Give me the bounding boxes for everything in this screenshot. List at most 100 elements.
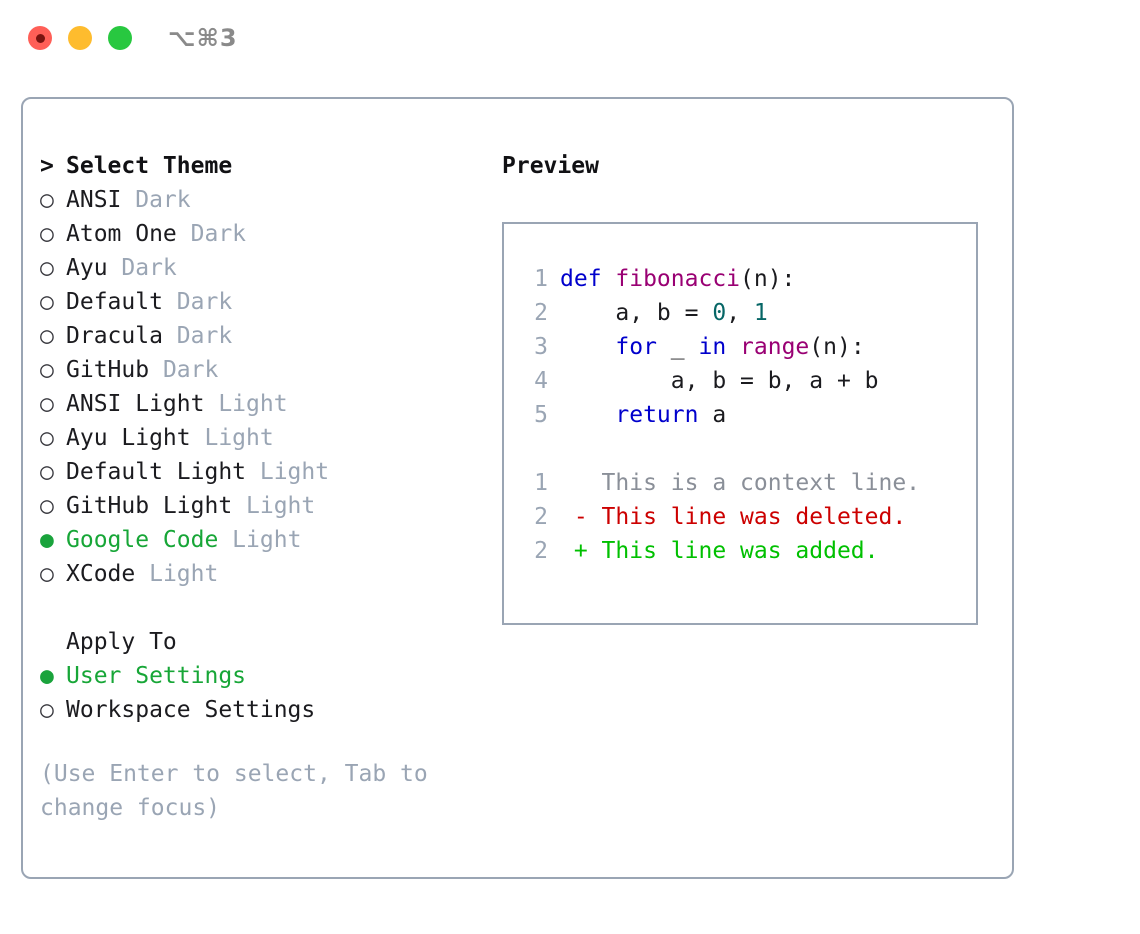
theme-list-column: >Select Theme ○ANSI Dark○Atom One Dark○A… bbox=[40, 149, 480, 825]
radio-selected-icon: ● bbox=[40, 663, 54, 689]
code-token: , bbox=[726, 300, 754, 326]
theme-variant-badge: Dark bbox=[107, 255, 177, 281]
theme-option-label: Ayu Light bbox=[66, 425, 191, 451]
apply-to-option-label: User Settings bbox=[66, 663, 247, 689]
title-bar: ⌥⌘3 bbox=[0, 0, 1140, 78]
radio-unselected-icon: ○ bbox=[40, 357, 54, 383]
code-token: in bbox=[698, 334, 727, 360]
code-token: range bbox=[740, 334, 810, 360]
theme-option-label: Default Light bbox=[66, 459, 247, 485]
radio-unselected-icon: ○ bbox=[40, 323, 54, 349]
radio-unselected-icon: ○ bbox=[40, 493, 54, 519]
diff-sample: 1 This is a context line.2 - This line w… bbox=[504, 466, 976, 568]
prompt-caret-icon: > bbox=[40, 153, 54, 179]
theme-option-ayu-light[interactable]: ○ Ayu Light Light bbox=[40, 421, 480, 455]
theme-variant-badge: Light bbox=[135, 561, 219, 587]
theme-variant-badge: Dark bbox=[162, 323, 233, 349]
theme-variant-badge: Dark bbox=[121, 187, 191, 213]
theme-option-dracula[interactable]: ○ Dracula Dark bbox=[40, 319, 480, 353]
theme-option-list: ○ANSI Dark○Atom One Dark○Ayu Dark○Defaul… bbox=[40, 183, 480, 591]
traffic-lights bbox=[28, 26, 132, 50]
theme-option-ansi-light[interactable]: ○ANSI Light Light bbox=[40, 387, 480, 421]
radio-unselected-icon: ○ bbox=[40, 187, 54, 213]
code-line: 2 a, b = 0, 1 bbox=[504, 296, 976, 330]
minimize-button[interactable] bbox=[68, 26, 92, 50]
theme-option-github-light[interactable]: ○ GitHub Light Light bbox=[40, 489, 480, 523]
theme-option-google-code[interactable]: ● Google Code Light bbox=[40, 523, 480, 557]
maximize-button[interactable] bbox=[108, 26, 132, 50]
theme-option-label: ANSI bbox=[66, 187, 122, 213]
diff-line-text: - This line was deleted. bbox=[560, 504, 907, 530]
radio-unselected-icon: ○ bbox=[40, 459, 54, 485]
radio-unselected-icon: ○ bbox=[40, 561, 54, 587]
radio-unselected-icon: ○ bbox=[40, 697, 54, 723]
radio-unselected-icon: ○ bbox=[40, 255, 54, 281]
theme-variant-badge: Light bbox=[232, 493, 316, 519]
theme-option-default[interactable]: ○ Default Dark bbox=[40, 285, 480, 319]
keyboard-hint-text: (Use Enter to select, Tab to change focu… bbox=[40, 761, 442, 821]
code-token: _ bbox=[656, 334, 699, 360]
diff-line-text: This is a context line. bbox=[560, 470, 921, 496]
radio-unselected-icon: ○ bbox=[40, 391, 54, 417]
theme-option-atom-one[interactable]: ○Atom One Dark bbox=[40, 217, 480, 251]
theme-variant-badge: Light bbox=[246, 459, 330, 485]
select-theme-prompt: >Select Theme bbox=[40, 149, 480, 183]
theme-option-label: Atom One bbox=[66, 221, 177, 247]
code-token: (n): bbox=[809, 334, 865, 360]
apply-to-option-user-settings[interactable]: ● User Settings bbox=[40, 659, 480, 693]
apply-to-option-label: Workspace Settings bbox=[66, 697, 316, 723]
line-number: 2 bbox=[534, 504, 548, 530]
line-number: 3 bbox=[534, 334, 548, 360]
code-token bbox=[726, 334, 740, 360]
line-number: 2 bbox=[534, 538, 548, 564]
diff-line-text: + This line was added. bbox=[560, 538, 879, 564]
theme-option-ansi[interactable]: ○ ANSI Dark bbox=[40, 183, 480, 217]
code-token: def bbox=[560, 266, 616, 292]
diff-line-context: 1 This is a context line. bbox=[504, 466, 976, 500]
code-line: 4 a, b = b, a + b bbox=[504, 364, 976, 398]
code-token: for bbox=[615, 334, 657, 360]
code-token: a bbox=[698, 402, 727, 428]
theme-option-label: Dracula bbox=[66, 323, 163, 349]
line-number: 4 bbox=[534, 368, 548, 394]
apply-to-option-list: ● User Settings ○ Workspace Settings bbox=[40, 659, 480, 727]
diff-line-deleted: 2 - This line was deleted. bbox=[504, 500, 976, 534]
theme-option-github[interactable]: ○ GitHub Dark bbox=[40, 353, 480, 387]
theme-variant-badge: Light bbox=[190, 425, 274, 451]
close-button[interactable] bbox=[28, 26, 52, 50]
apply-to-heading-row: Apply To bbox=[40, 625, 480, 659]
radio-unselected-icon: ○ bbox=[40, 425, 54, 451]
theme-option-label: GitHub Light bbox=[66, 493, 233, 519]
apply-to-option-workspace-settings[interactable]: ○ Workspace Settings bbox=[40, 693, 480, 727]
theme-variant-badge: Light bbox=[218, 527, 302, 553]
theme-option-label: ANSI Light bbox=[66, 391, 205, 417]
radio-unselected-icon: ○ bbox=[40, 289, 54, 315]
line-number: 5 bbox=[534, 402, 548, 428]
line-number: 2 bbox=[534, 300, 548, 326]
line-number: 1 bbox=[534, 266, 548, 292]
theme-option-ayu[interactable]: ○Ayu Dark bbox=[40, 251, 480, 285]
code-token: return bbox=[615, 402, 699, 428]
theme-variant-badge: Dark bbox=[162, 289, 233, 315]
theme-option-label: Google Code bbox=[66, 527, 219, 553]
code-line: 3 for _ in range(n): bbox=[504, 330, 976, 364]
code-token: a, b = b, a + b bbox=[560, 368, 879, 394]
radio-selected-icon: ● bbox=[40, 527, 54, 553]
theme-option-label: Default bbox=[66, 289, 163, 315]
theme-option-xcode[interactable]: ○XCode Light bbox=[40, 557, 480, 591]
diff-line-added: 2 + This line was added. bbox=[504, 534, 976, 568]
theme-variant-badge: Dark bbox=[149, 357, 219, 383]
theme-selector-panel: >Select Theme ○ANSI Dark○Atom One Dark○A… bbox=[21, 97, 1014, 879]
radio-unselected-icon: ○ bbox=[40, 221, 54, 247]
code-token bbox=[560, 402, 615, 428]
code-token: 1 bbox=[753, 300, 768, 326]
code-token: (n): bbox=[740, 266, 796, 292]
theme-option-label: GitHub bbox=[66, 357, 150, 383]
apply-to-heading: Apply To bbox=[66, 629, 177, 655]
theme-option-default-light[interactable]: ○ Default Light Light bbox=[40, 455, 480, 489]
code-token: 0 bbox=[712, 300, 727, 326]
